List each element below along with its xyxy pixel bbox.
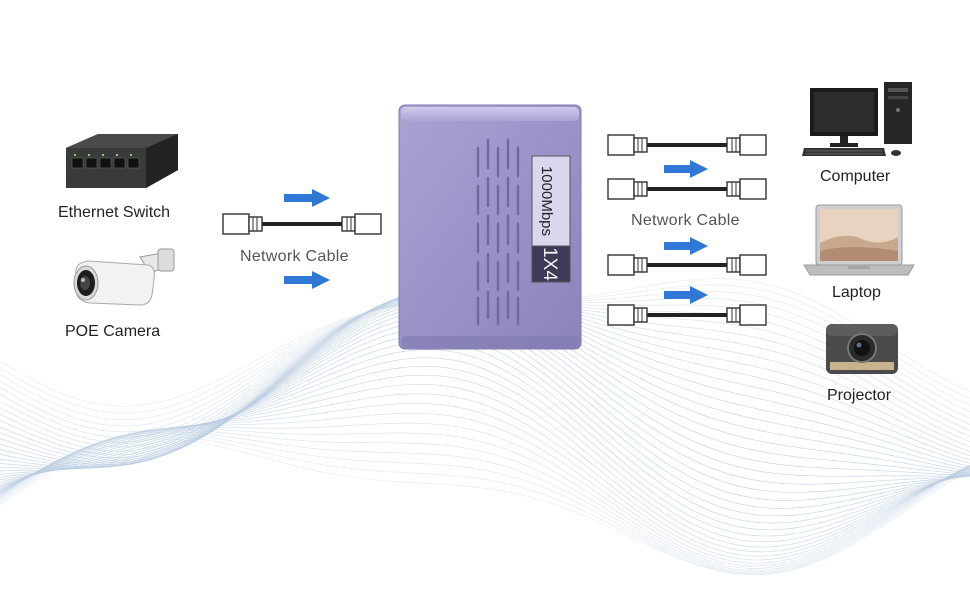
device-speed-label: 1000Mbps xyxy=(538,166,555,236)
poe-camera-icon xyxy=(70,245,180,320)
input-arrow-bottom xyxy=(284,271,330,289)
ethernet-switch-label: Ethernet Switch xyxy=(58,204,170,222)
output-arrow-3 xyxy=(664,286,708,304)
ethernet-switch-icon xyxy=(58,128,188,198)
output-arrow-1 xyxy=(664,160,708,178)
computer-icon xyxy=(800,80,920,160)
output-network-cable-2 xyxy=(607,177,767,201)
wave-line xyxy=(0,358,970,536)
output-network-cable-3 xyxy=(607,253,767,277)
projector-label: Projector xyxy=(827,387,891,405)
poe-camera-label: POE Camera xyxy=(65,323,160,341)
computer-label: Computer xyxy=(820,168,890,186)
input-cable-label: Network Cable xyxy=(240,248,349,266)
laptop-label: Laptop xyxy=(832,284,881,302)
wave-line xyxy=(0,432,970,572)
output-network-cable-4 xyxy=(607,303,767,327)
input-arrow-top xyxy=(284,189,330,207)
laptop-icon xyxy=(804,203,914,277)
network-splitter-device: 1000Mbps 1X4 xyxy=(398,104,584,352)
device-ports-label: 1X4 xyxy=(539,247,560,281)
input-network-cable-icon xyxy=(222,211,382,237)
projector-icon xyxy=(822,320,902,380)
output-cable-label: Network Cable xyxy=(631,212,740,230)
output-network-cable-1 xyxy=(607,133,767,157)
wave-line xyxy=(0,404,970,561)
